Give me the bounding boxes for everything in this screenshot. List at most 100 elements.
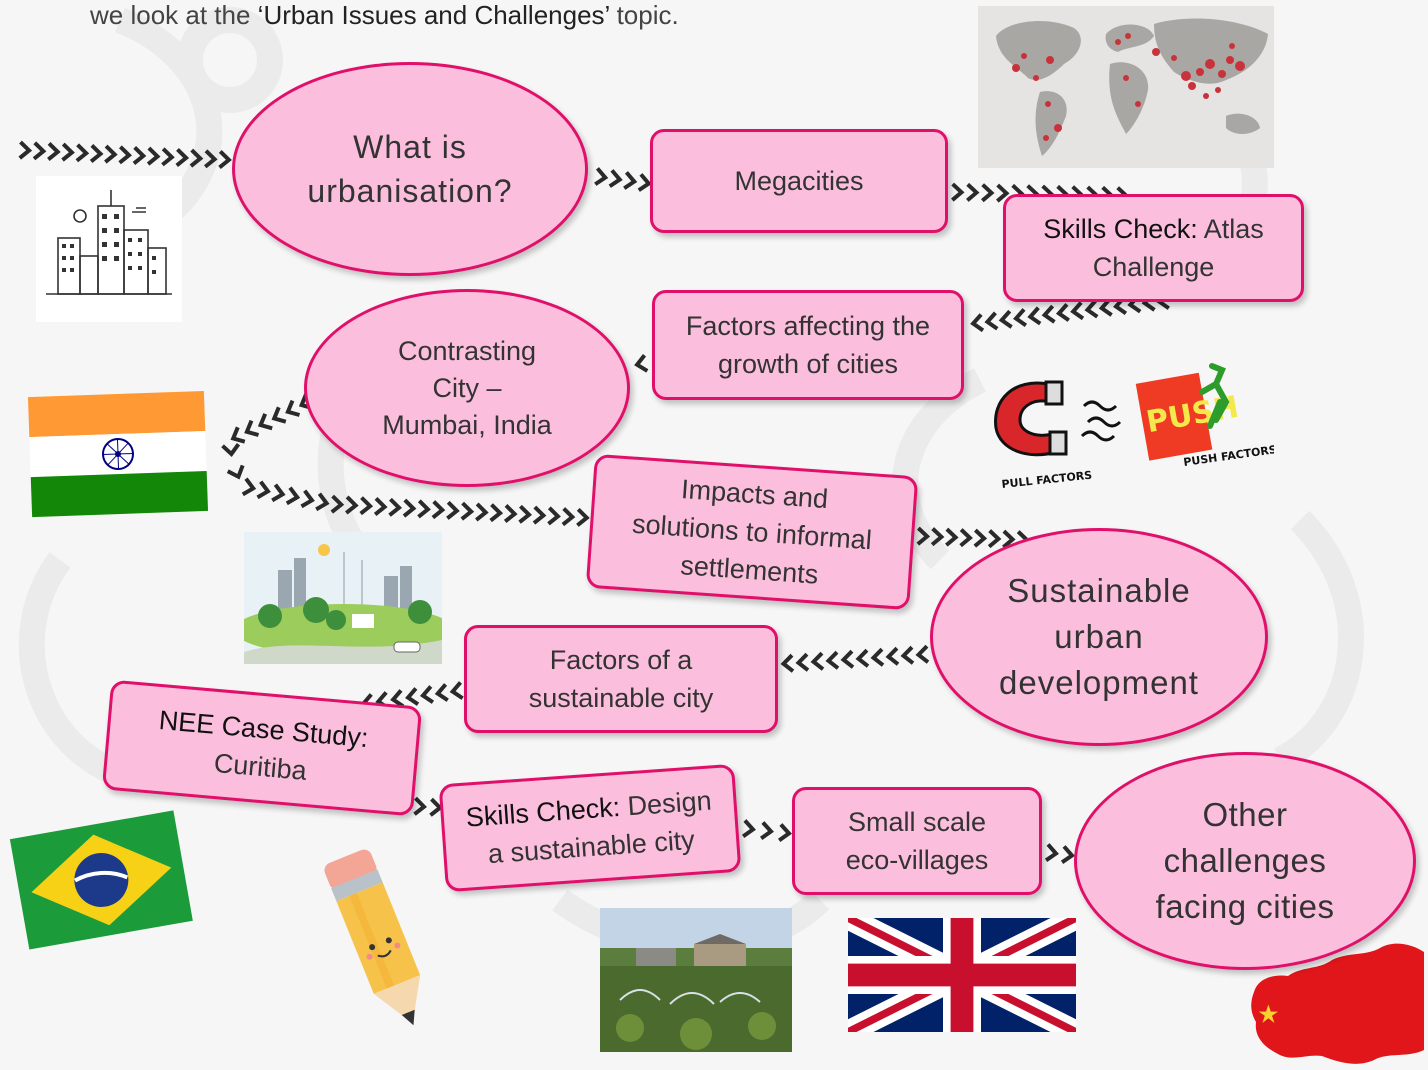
intro-quote-open: ‘ [257,0,264,30]
chevron-arrow-icon [998,309,1013,329]
chevron-arrow-icon [203,149,218,169]
node-text-line: urban [1054,618,1144,655]
chevron-arrow-icon [402,498,417,518]
intro-quote-close: ’ [604,0,610,30]
chevron-arrow-icon [996,183,1010,203]
chevron-arrow-icon [413,796,427,816]
chevron-arrow-icon [1044,843,1059,862]
chevron-arrow-icon [981,183,995,203]
chevron-arrow-icon [608,169,623,188]
chevron-arrow-icon [256,480,271,500]
node-text-line: Small scale [847,807,987,837]
chevron-arrow-icon [984,311,999,331]
chevron-arrow-icon [1060,845,1075,864]
node-text-line: Challenge [1092,252,1215,282]
eco-village-photo [600,908,792,1052]
chevron-arrow-icon [226,464,245,480]
chevron-arrow-icon [532,505,547,525]
chevron-arrow-icon [1070,301,1085,321]
chevron-arrow-icon [634,354,649,373]
chevron-arrow-icon [132,146,147,166]
chevron-arrow-icon [1055,303,1070,322]
chevron-arrow-icon [518,504,533,524]
node-text-line: Atlas [1197,214,1264,244]
node-megacities: Megacities [650,129,948,233]
city-sketch-image [36,176,182,322]
chevron-arrow-icon [951,182,965,202]
node-text-line: Other [1202,796,1288,833]
chevron-arrow-icon [285,399,301,417]
chevron-arrow-icon [431,500,446,520]
chevron-arrow-icon [840,649,855,669]
chevron-arrow-icon [1013,308,1028,327]
node-text-line: growth of cities [717,349,899,379]
chevron-arrow-icon [244,419,260,437]
chevron-arrow-icon [345,495,359,515]
chevron-arrow-icon [1084,299,1099,319]
chevron-arrow-icon [930,527,945,547]
chevron-arrow-icon [315,492,330,512]
node-text-line: eco-villages [845,845,989,875]
node-text-line: development [999,664,1199,701]
node-text-line: Sustainable [1007,572,1191,609]
chevron-arrow-icon [146,146,161,166]
chevron-arrow-icon [241,477,257,497]
india-flag-image [27,391,209,518]
chevron-arrow-icon [300,489,315,509]
chevron-arrow-icon [419,685,435,704]
chevron-arrow-icon [810,651,825,671]
intro-prefix: we look at the [90,0,258,30]
chevron-arrow-icon [449,681,464,700]
node-text-line: challenges [1163,842,1327,879]
chevron-arrow-icon [18,140,33,160]
chevron-arrow-icon [175,148,190,168]
pull-factors-label: PULL FACTORS [1001,469,1093,491]
node-text-line: City – [432,372,502,403]
chevron-arrow-icon [405,687,420,706]
chevron-arrow-icon [973,528,988,548]
chevron-arrow-icon [623,171,638,190]
node-eco-villages: Small scale eco-villages [792,787,1042,895]
chevron-arrow-icon [417,499,431,519]
world-map-image [978,6,1274,168]
node-text-line: Design [619,785,713,822]
node-text-line: urbanisation? [307,173,513,209]
node-sustainable-urban: Sustainable urban development [930,528,1268,746]
chevron-arrow-icon [230,426,246,444]
chevron-arrow-icon [855,648,870,668]
sustainable-city-image [244,532,442,664]
chevron-arrow-icon [576,507,590,527]
chevron-arrow-icon [373,497,388,516]
red-map-image [1251,943,1424,1064]
magnet-icon [994,380,1068,457]
chevron-arrow-icon [118,145,133,165]
chevron-arrow-icon [489,503,504,523]
chevron-arrow-icon [218,150,232,170]
chevron-arrow-icon [594,167,609,186]
uk-flag-image [848,918,1076,1032]
chevron-arrow-icon [285,486,301,506]
chevron-arrow-icon [446,500,460,520]
chevron-arrow-icon [1041,304,1056,324]
chevron-arrow-icon [547,506,561,526]
chevron-arrow-icon [388,497,403,517]
chevron-arrow-icon [104,144,118,164]
chevron-arrow-icon [1098,297,1113,317]
chevron-arrow-icon [32,141,47,161]
node-text-bold: Skills Check: [1043,214,1198,244]
chevron-arrow-icon [189,148,204,168]
chevron-arrow-icon [47,142,61,162]
chevron-arrow-icon [780,653,795,673]
chevron-arrow-icon [885,646,900,666]
chevron-arrow-icon [777,823,792,843]
chevron-arrow-icon [966,182,980,202]
node-text-line: Factors of a [549,645,693,675]
chevron-arrow-icon [271,406,287,424]
chevron-arrow-icon [915,644,930,664]
chevron-arrow-icon [75,143,90,163]
